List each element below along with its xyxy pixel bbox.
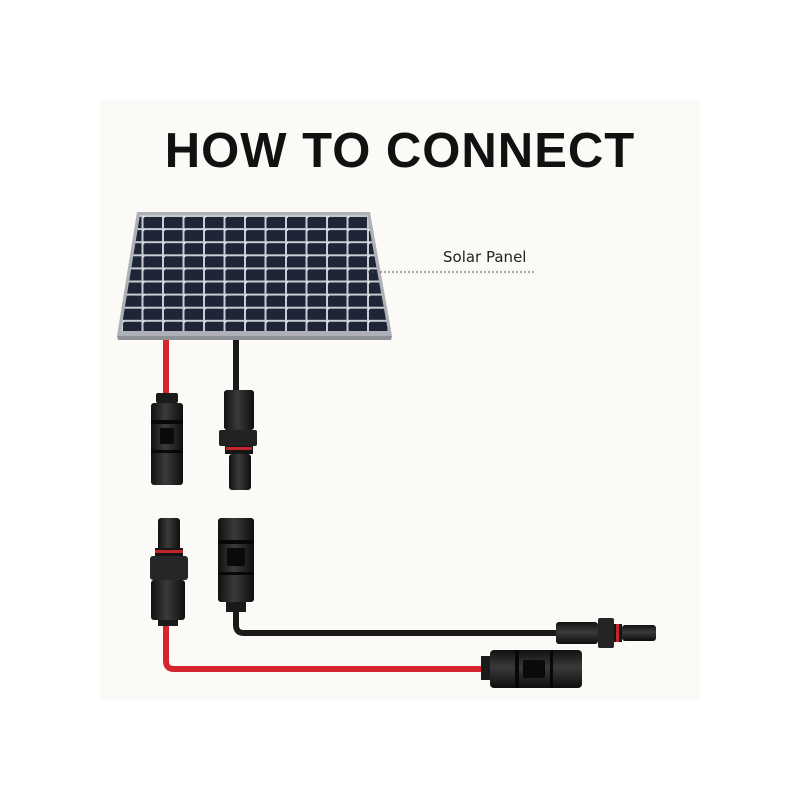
female-connector-end bbox=[481, 650, 582, 688]
female-connector-bottom bbox=[218, 518, 254, 612]
page-title: HOW TO CONNECT bbox=[164, 124, 636, 178]
diagram-background bbox=[100, 100, 700, 700]
positive-lead bbox=[163, 340, 169, 395]
positive-extension-cable bbox=[163, 626, 485, 672]
extension-cables bbox=[163, 612, 560, 672]
male-connector-end bbox=[556, 618, 656, 648]
solar-panel bbox=[117, 212, 392, 340]
panel-frame-edge bbox=[117, 336, 392, 340]
male-connector-top bbox=[219, 390, 257, 490]
negative-extension-cable bbox=[233, 612, 560, 636]
panel-cables bbox=[163, 340, 239, 395]
negative-lead bbox=[233, 340, 239, 392]
panel-cells bbox=[121, 215, 388, 331]
solar-panel-label: Solar Panel bbox=[443, 248, 527, 266]
female-connector-top bbox=[151, 393, 183, 485]
male-connector-bottom bbox=[150, 518, 188, 626]
